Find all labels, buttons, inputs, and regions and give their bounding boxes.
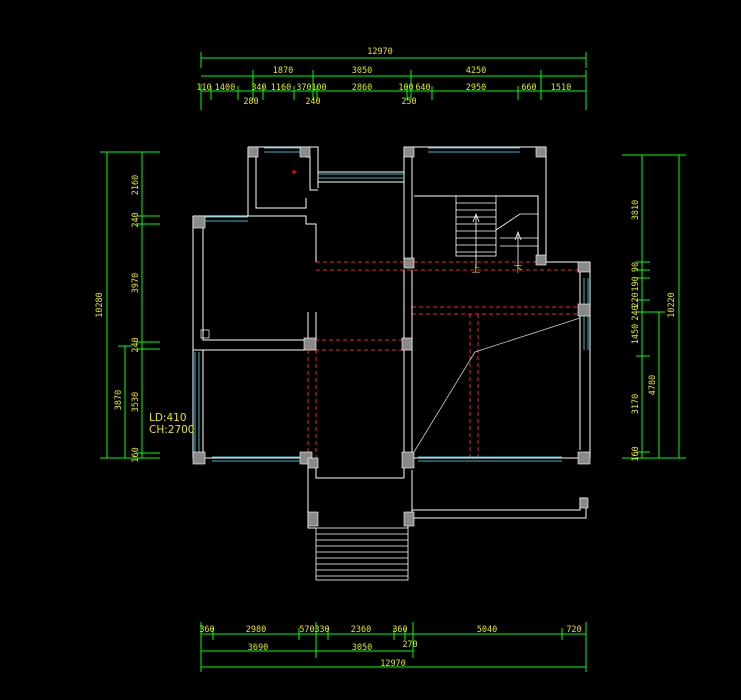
top-dim-2950: 2950 (466, 83, 486, 93)
left-outer-dim: 10280 (95, 292, 105, 318)
bottom-dim-360b: 360 (392, 625, 407, 635)
top-dim-2860: 2860 (352, 83, 372, 93)
top-dim-1160: 1160 (271, 83, 291, 93)
right-dim-160: 160 (631, 446, 641, 461)
right-dim-240: 240 (631, 305, 641, 320)
leader-line (413, 317, 581, 453)
interior-stair (455, 195, 538, 268)
left-dimensions (100, 151, 160, 459)
right-dim-1450: 1450 (631, 324, 641, 344)
top-dim-640: 640 (415, 83, 430, 93)
windows (194, 147, 589, 462)
right-dim-3170: 3170 (631, 394, 641, 414)
left-dim-3530: 3530 (131, 392, 141, 412)
top-dim-240: 240 (305, 97, 320, 107)
ch-annotation: CH:2700 (149, 424, 195, 436)
left-dim-3970: 3970 (131, 273, 141, 293)
small-fixture (200, 329, 210, 339)
bottom-dim-720: 720 (566, 625, 581, 635)
top-dim-370: 370 (296, 83, 311, 93)
bottom-dim-5040: 5040 (477, 625, 497, 635)
left-dim-240b: 240 (131, 337, 141, 352)
top-dim-100a: 100 (311, 83, 326, 93)
bottom-dim-270: 270 (402, 640, 417, 650)
left-dim-2160: 2160 (131, 175, 141, 195)
bottom-dim-570: 570 (299, 625, 314, 635)
top-dim-110: 110 (196, 83, 211, 93)
walls (192, 146, 591, 529)
top-dim-280: 280 (243, 97, 258, 107)
bottom-dim-2360: 2360 (351, 625, 371, 635)
right-outer-dim: 10220 (667, 292, 677, 318)
left-dim-160: 160 (131, 447, 141, 462)
bottom-dim-3050: 3050 (352, 643, 372, 653)
columns (192, 146, 591, 527)
stair-up-label: 上 (472, 265, 481, 275)
top-dim-4250: 4250 (466, 66, 486, 76)
bottom-dim-330: 330 (314, 625, 329, 635)
top-dim-340: 340 (251, 83, 266, 93)
entry-steps (315, 527, 409, 581)
right-dimensions (622, 154, 686, 459)
left-inner-dim: 3870 (114, 390, 124, 410)
right-dim-90: 90 (631, 262, 641, 272)
stair-down-label: 下 (514, 265, 523, 275)
right-dim-3810: 3810 (631, 200, 641, 220)
right-inner-dim: 4780 (648, 375, 658, 395)
top-dim-250: 250 (401, 97, 416, 107)
bottom-dim-360a: 360 (199, 625, 214, 635)
top-dim-1400: 1400 (215, 83, 235, 93)
top-dim-660: 660 (521, 83, 536, 93)
top-dim-1510: 1510 (551, 83, 571, 93)
top-dim-100b: 100 (398, 83, 413, 93)
top-dim-3050: 3050 (352, 66, 372, 76)
bottom-dimensions (200, 622, 587, 672)
ld-annotation: LD:410 (149, 412, 187, 424)
beam-lines (307, 261, 585, 458)
bottom-dim-3690: 3690 (248, 643, 268, 653)
top-dim-1870: 1870 (273, 66, 293, 76)
top-dimensions (200, 52, 587, 110)
bottom-total-dim: 12970 (380, 659, 406, 669)
right-dim-220: 220 (631, 292, 641, 307)
red-marker (292, 170, 296, 174)
left-dim-240a: 240 (131, 212, 141, 227)
bottom-dim-2980: 2980 (246, 625, 266, 635)
top-total-dim: 12970 (367, 47, 393, 57)
right-dim-190: 190 (631, 276, 641, 291)
